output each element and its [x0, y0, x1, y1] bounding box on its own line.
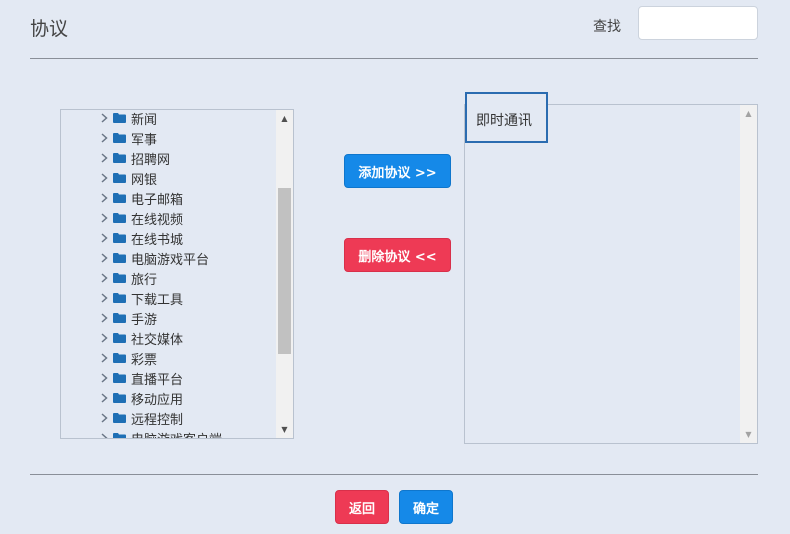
add-protocol-button[interactable]: 添加协议 >> [344, 154, 451, 188]
folder-icon [113, 273, 126, 283]
tree-item[interactable]: 旅行 [61, 268, 276, 288]
selected-protocols-panel[interactable]: ▲ ▼ [464, 104, 758, 444]
tree-item[interactable]: 新闻 [61, 110, 276, 128]
tree-item-label: 在线视频 [131, 212, 184, 228]
chevron-right-icon[interactable] [99, 173, 109, 183]
chevron-right-icon[interactable] [99, 253, 109, 263]
tree-item-label: 下载工具 [131, 292, 184, 308]
remove-protocol-button[interactable]: 删除协议 << [344, 238, 451, 272]
folder-icon [113, 433, 126, 438]
chevron-right-icon[interactable] [99, 333, 109, 343]
back-button[interactable]: 返回 [335, 490, 389, 524]
search-label: 查找 [593, 19, 621, 35]
folder-icon [113, 133, 126, 143]
tree-scrollbar[interactable]: ▲ ▼ [276, 110, 293, 438]
folder-icon [113, 253, 126, 263]
folder-icon [113, 353, 126, 363]
confirm-button[interactable]: 确定 [399, 490, 453, 524]
chevron-right-icon[interactable] [99, 273, 109, 283]
tree-item-label: 电子邮箱 [131, 192, 184, 208]
tree-item[interactable]: 下载工具 [61, 288, 276, 308]
tree-item-label: 社交媒体 [131, 332, 184, 348]
tree-item[interactable]: 直播平台 [61, 368, 276, 388]
folder-icon [113, 113, 126, 123]
chevron-right-icon[interactable] [99, 213, 109, 223]
chevron-right-icon[interactable] [99, 153, 109, 163]
tree-item[interactable]: 电子邮箱 [61, 188, 276, 208]
search-input[interactable] [638, 6, 758, 40]
chevron-right-icon[interactable] [99, 233, 109, 243]
chevron-right-icon[interactable] [99, 393, 109, 403]
tree-item-label: 移动应用 [131, 392, 184, 408]
tree-item[interactable]: 在线书城 [61, 228, 276, 248]
tree-item-label: 网银 [131, 172, 158, 188]
folder-icon [113, 413, 126, 423]
tree-item-label: 远程控制 [131, 412, 184, 428]
scroll-down-arrow-icon[interactable]: ▼ [281, 425, 288, 434]
tree-item[interactable]: 在线视频 [61, 208, 276, 228]
protocol-tree-list: 新闻军事招聘网网银电子邮箱在线视频在线书城电脑游戏平台旅行下载工具手游社交媒体彩… [61, 110, 276, 439]
tree-item-label: 电脑游戏平台 [131, 252, 210, 268]
chevron-right-icon[interactable] [99, 133, 109, 143]
chevron-right-icon[interactable] [99, 353, 109, 363]
tree-item-label: 直播平台 [131, 372, 184, 388]
scroll-thumb[interactable] [278, 188, 291, 354]
folder-icon [113, 153, 126, 163]
tree-item-label: 在线书城 [131, 232, 184, 248]
page-title: 协议 [30, 18, 69, 40]
folder-icon [113, 373, 126, 383]
tree-item[interactable]: 电脑游戏平台 [61, 248, 276, 268]
chevron-right-icon[interactable] [99, 373, 109, 383]
chevron-right-icon[interactable] [99, 113, 109, 123]
tree-item-label: 招聘网 [131, 152, 171, 168]
scroll-up-arrow-icon[interactable]: ▲ [281, 114, 288, 123]
tree-item[interactable]: 网银 [61, 168, 276, 188]
tree-item[interactable]: 电脑游戏客户端 [61, 428, 276, 439]
tree-item[interactable]: 社交媒体 [61, 328, 276, 348]
tree-item[interactable]: 招聘网 [61, 148, 276, 168]
tree-item-label: 手游 [131, 312, 158, 328]
selected-protocol-item[interactable]: 即时通讯 [465, 92, 548, 143]
folder-icon [113, 293, 126, 303]
bottom-divider [30, 474, 758, 475]
chevron-right-icon[interactable] [99, 313, 109, 323]
top-divider [30, 58, 758, 59]
folder-icon [113, 393, 126, 403]
tree-item[interactable]: 手游 [61, 308, 276, 328]
protocol-tree-panel[interactable]: 新闻军事招聘网网银电子邮箱在线视频在线书城电脑游戏平台旅行下载工具手游社交媒体彩… [60, 109, 294, 439]
tree-item-label: 彩票 [131, 352, 158, 368]
folder-icon [113, 313, 126, 323]
chevron-right-icon[interactable] [99, 293, 109, 303]
scroll-down-arrow-icon[interactable]: ▼ [745, 430, 752, 439]
folder-icon [113, 233, 126, 243]
chevron-right-icon[interactable] [99, 193, 109, 203]
tree-item-label: 新闻 [131, 112, 158, 128]
tree-item-label: 电脑游戏客户端 [131, 429, 222, 439]
tree-item[interactable]: 彩票 [61, 348, 276, 368]
scroll-up-arrow-icon[interactable]: ▲ [745, 109, 752, 118]
folder-icon [113, 173, 126, 183]
tree-item[interactable]: 军事 [61, 128, 276, 148]
folder-icon [113, 213, 126, 223]
chevron-right-icon[interactable] [99, 413, 109, 423]
selected-scrollbar[interactable]: ▲ ▼ [740, 105, 757, 443]
tree-item[interactable]: 远程控制 [61, 408, 276, 428]
tree-item-label: 旅行 [131, 272, 158, 288]
folder-icon [113, 333, 126, 343]
tree-item-label: 军事 [131, 132, 158, 148]
tree-item[interactable]: 移动应用 [61, 388, 276, 408]
chevron-right-icon[interactable] [99, 433, 109, 438]
folder-icon [113, 193, 126, 203]
